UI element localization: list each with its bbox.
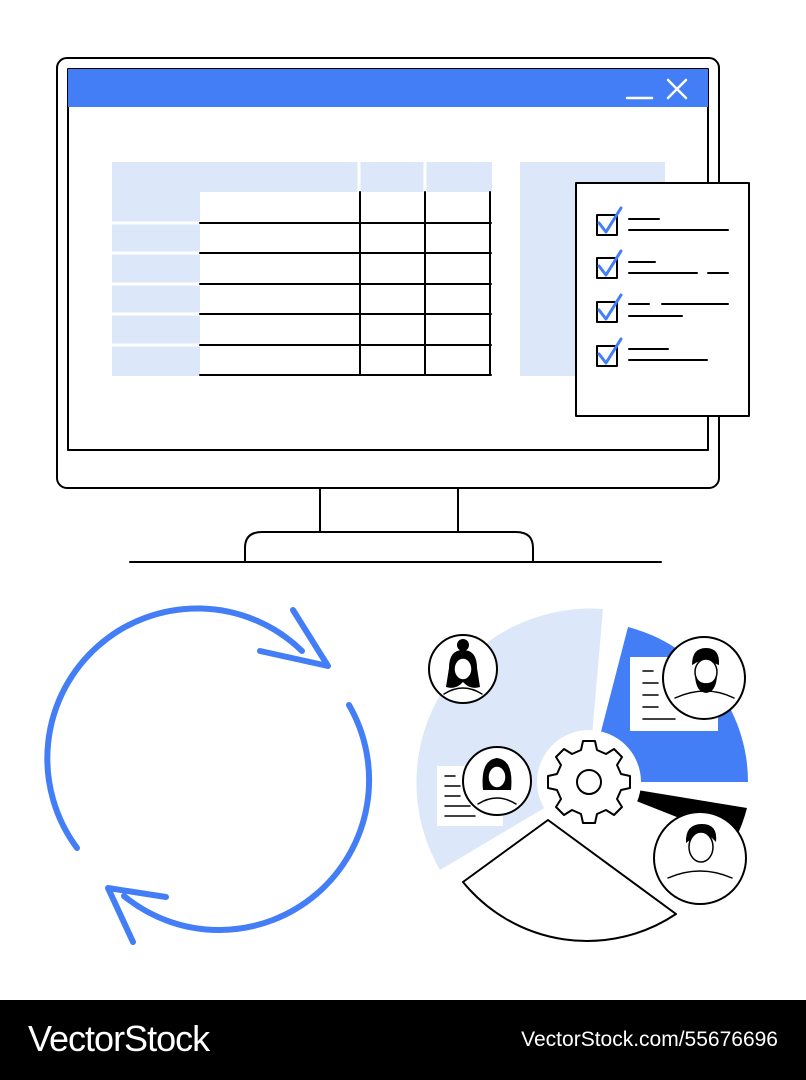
checklist-card — [575, 182, 750, 417]
refresh-cycle-icon — [44, 605, 373, 945]
checkbox-icon — [596, 337, 623, 367]
image-url[interactable]: VectorStock.com/55676696 — [521, 1028, 778, 1051]
window-titlebar — [68, 69, 708, 107]
person-icon — [462, 746, 532, 816]
close-icon[interactable] — [666, 78, 688, 100]
spreadsheet-header-row — [112, 162, 492, 192]
team-pie — [416, 608, 749, 942]
person-icon — [662, 636, 746, 720]
illustration — [44, 57, 750, 945]
checkbox-icon — [596, 249, 623, 279]
brand-logo-text[interactable]: VectorStock — [28, 1018, 210, 1059]
checkbox-icon — [596, 293, 623, 323]
footer-bar: VectorStock VectorStock.com/55676696 — [0, 1000, 806, 1080]
gear-hub — [537, 730, 641, 834]
spreadsheet-grid — [199, 191, 492, 376]
checklist-lines — [628, 218, 729, 361]
gear-icon — [547, 740, 631, 824]
monitor-stand — [244, 531, 534, 563]
pie-segment-outline — [462, 819, 677, 942]
checkbox-icon — [596, 206, 623, 236]
monitor-neck — [319, 487, 459, 533]
person-icon — [428, 634, 498, 704]
person-icon — [653, 811, 747, 905]
